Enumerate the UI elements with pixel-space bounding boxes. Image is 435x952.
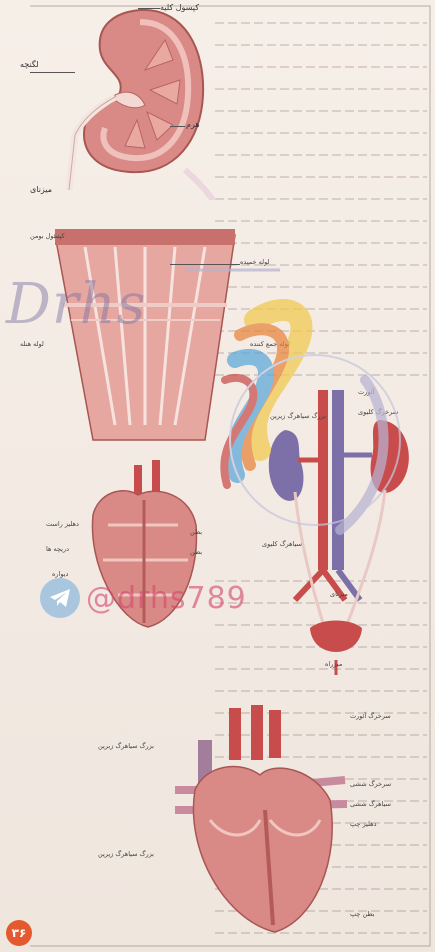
label-bowman-capsule: کپسول بومن — [30, 232, 65, 240]
label-pulmonary-artery: سرخرگ ششی — [350, 780, 391, 788]
label-ureter-kidney: میزنای — [30, 185, 52, 194]
label-pelvis: لگنچه — [20, 60, 39, 69]
leader-pelvis — [30, 72, 75, 73]
label-aorta-large: سرخرگ آئورت — [350, 712, 391, 720]
leader-kidney-capsule — [138, 8, 160, 9]
label-ivc: بزرگ سیاهرگ زیرین — [98, 850, 154, 858]
label-henle-loop: لوله هنله — [20, 340, 44, 348]
label-valves: دریچه ها — [46, 545, 69, 553]
telegram-watermark: @drhs789 — [40, 578, 247, 618]
label-renal-capsule: کپسول کلیه — [160, 3, 199, 12]
telegram-handle: @drhs789 — [86, 581, 247, 616]
telegram-icon — [40, 578, 80, 618]
label-right-atrium: دهلیز راست — [46, 520, 79, 528]
watermark-logo — [165, 260, 415, 580]
heart-large-illustration — [165, 700, 355, 940]
watermark-script: Drhs — [6, 272, 146, 337]
label-svc: بزرگ سیاهرگ زبرین — [98, 742, 154, 750]
label-urethra: میزراه — [325, 660, 342, 668]
page-number-badge: ۳۶ — [6, 920, 32, 946]
leader-medulla — [170, 126, 185, 127]
label-ureter-urinary: میزنای — [330, 590, 348, 598]
label-septum: دیواره — [52, 570, 68, 578]
label-left-atrium: دهلیز چپ — [350, 820, 377, 828]
label-medulla: هرم — [186, 120, 200, 129]
kidney-illustration — [45, 0, 245, 200]
label-left-ventricle-large: بطن چپ — [350, 910, 375, 918]
label-pulmonary-vein: سیاهرگ ششی — [350, 800, 391, 808]
